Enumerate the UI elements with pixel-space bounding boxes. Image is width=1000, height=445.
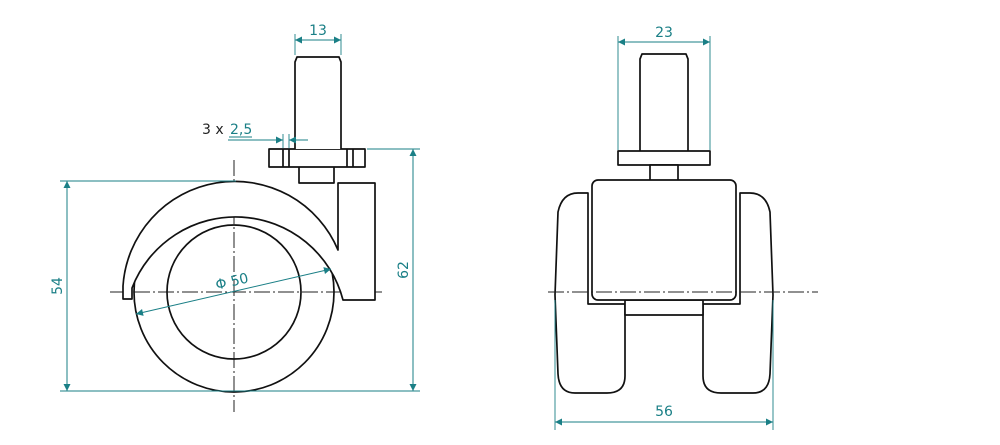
total-height-label: 62	[396, 261, 412, 279]
hole-size-label: 2,5	[230, 122, 252, 138]
wheel-diameter-label: Φ 50	[214, 271, 250, 294]
front-body	[591, 179, 737, 301]
stem-width-label: 13	[309, 23, 327, 39]
swivel-neck	[298, 165, 335, 184]
front-neck	[649, 164, 679, 182]
front-axle	[624, 299, 704, 316]
wheel-height-label: 54	[50, 277, 66, 295]
front-stem-width-label: 23	[655, 25, 673, 41]
front-right-wheel	[702, 192, 774, 394]
front-left-wheel	[554, 192, 626, 394]
hole-count-label: 3 x	[202, 122, 224, 138]
front-view: 23 56	[548, 25, 818, 430]
side-view: 13 3 x 2,5 54 62 Φ 50	[50, 23, 420, 412]
front-total-width-label: 56	[655, 404, 673, 420]
front-mounting-plate	[617, 150, 711, 166]
stem	[294, 56, 342, 149]
fork-hood	[122, 180, 376, 301]
wheel-diameter-dimension	[135, 267, 332, 316]
front-stem	[639, 53, 689, 151]
